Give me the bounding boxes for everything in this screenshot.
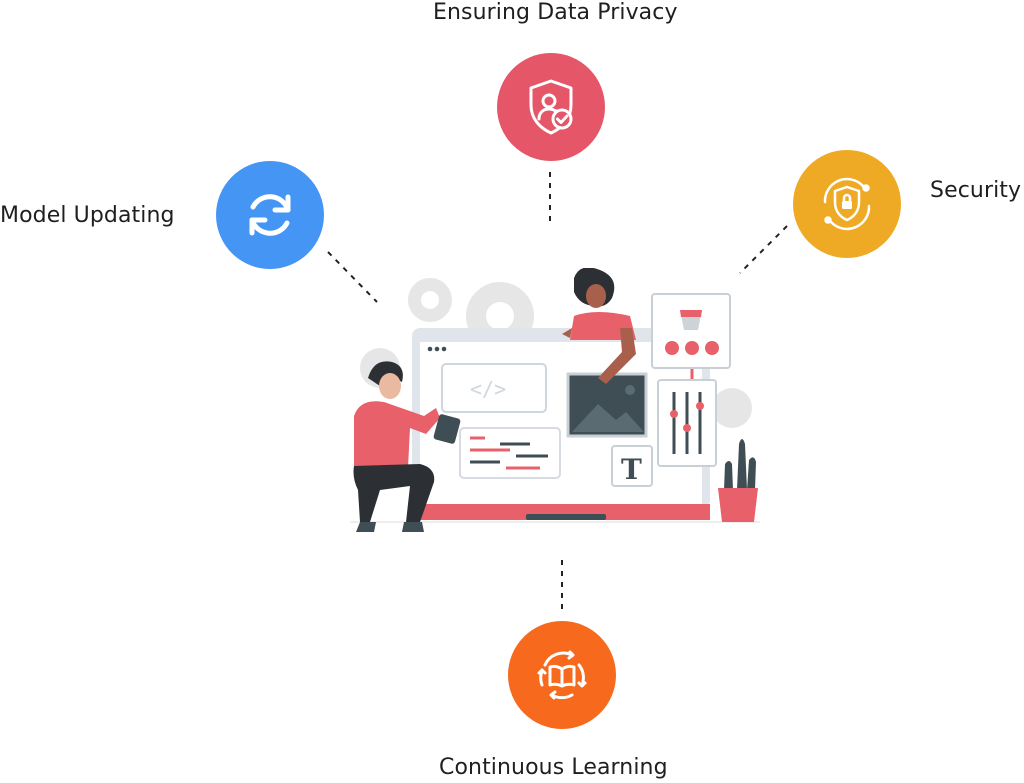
connector-security (739, 225, 788, 274)
shield-lock-icon (823, 177, 871, 231)
paint-panel (651, 293, 731, 369)
label-model-updating: Model Updating (0, 203, 175, 228)
man-figure (353, 361, 461, 532)
model-updating-circle (216, 161, 324, 269)
label-continuous-learning: Continuous Learning (439, 755, 668, 780)
code-panel (441, 363, 547, 413)
svg-text:</>: </> (470, 377, 506, 401)
monitor-base (420, 504, 710, 520)
data-privacy-circle (497, 53, 605, 161)
label-ensuring-data-privacy: Ensuring Data Privacy (433, 0, 678, 25)
developer-illustration: </> T (350, 268, 760, 532)
cactus-plant (718, 439, 758, 522)
shield-user-check-icon (529, 79, 573, 135)
code-lines-panel (459, 427, 561, 479)
svg-text:T: T (621, 453, 642, 486)
book-cycle-icon (537, 650, 587, 700)
refresh-icon (249, 194, 291, 236)
connector-model (327, 251, 378, 303)
window-dots (427, 346, 447, 352)
woman-figure (562, 268, 636, 384)
security-circle (793, 150, 901, 258)
continuous-learning-circle (508, 621, 616, 729)
text-tool-panel (611, 445, 653, 487)
label-security: Security (930, 178, 1022, 203)
